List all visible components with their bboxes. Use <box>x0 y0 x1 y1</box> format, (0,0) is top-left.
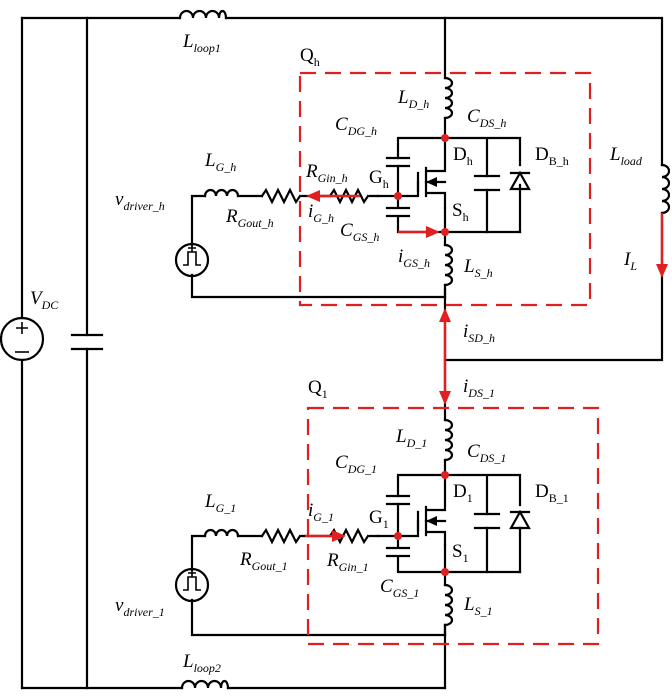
label-v-driver-l: vdriver_1 <box>115 595 165 619</box>
label-q-h: Qh <box>300 45 320 69</box>
label-d-l: D1 <box>453 481 473 505</box>
label-i-ds-l: iDS_1 <box>463 376 495 400</box>
qh-package-box <box>298 71 592 307</box>
label-g-h: Gh <box>369 167 389 191</box>
inductor-loop1 <box>178 9 228 20</box>
current-arrows <box>305 190 668 542</box>
label-l-g-h: LG_h <box>204 150 236 174</box>
label-r-gout-l: RGout_1 <box>239 549 288 573</box>
label-r-gout-h: RGout_h <box>225 206 274 230</box>
label-s-h: Sh <box>452 200 469 224</box>
inductor-loop2 <box>180 679 230 690</box>
label-l-loop1: Lloop1 <box>182 31 221 55</box>
label-c-gs-l: CGS_1 <box>380 576 419 600</box>
label-v-dc: VDC <box>30 288 59 312</box>
label-d-b-h: DB_h <box>535 144 569 168</box>
label-i-sd-h: iSD_h <box>463 321 495 345</box>
label-d-h: Dh <box>453 144 473 168</box>
low-side-gate-driver <box>174 527 447 637</box>
label-v-driver-h: vdriver_h <box>115 189 165 213</box>
label-d-b-l: DB_1 <box>535 481 569 505</box>
label-r-gin-h: RGin_h <box>305 161 348 185</box>
label-c-ds-h: CDS_h <box>467 106 506 130</box>
label-l-load: Lload <box>609 144 643 168</box>
label-g-l: G1 <box>369 507 389 531</box>
label-i-gs-h: iGS_h <box>398 246 430 270</box>
labels: Lloop1 Qh LD_h CDS_h CDG_h Dh DB_h Lload… <box>30 31 643 675</box>
inductor-load <box>660 163 671 215</box>
label-l-d-h: LD_h <box>397 87 429 111</box>
high-side-gate-driver <box>174 187 447 299</box>
low-side-switch <box>376 418 531 637</box>
label-c-ds-l: CDS_1 <box>467 441 506 465</box>
label-i-l: IL <box>623 249 637 273</box>
label-c-dg-h: CDG_h <box>335 114 377 138</box>
label-c-dg-l: CDG_1 <box>335 452 377 476</box>
label-l-s-l: LS_1 <box>463 594 493 618</box>
ql-package-box <box>306 406 600 646</box>
label-l-s-h: LS_h <box>463 256 493 280</box>
label-r-gin-l: RGin_1 <box>326 550 369 574</box>
high-side-switch <box>376 76 531 299</box>
label-q-l: Q1 <box>308 377 328 401</box>
label-l-loop2: Lloop2 <box>182 651 221 675</box>
label-s-l: S1 <box>452 541 469 565</box>
label-i-g-h: iG_h <box>308 201 334 225</box>
label-l-d-l: LD_1 <box>395 426 427 450</box>
label-c-gs-h: CGS_h <box>340 220 379 244</box>
vdc-source <box>0 316 45 362</box>
label-i-g-l: iG_1 <box>308 500 334 524</box>
dc-link-capacitor <box>70 333 104 351</box>
label-l-g-l: LG_1 <box>204 491 236 515</box>
